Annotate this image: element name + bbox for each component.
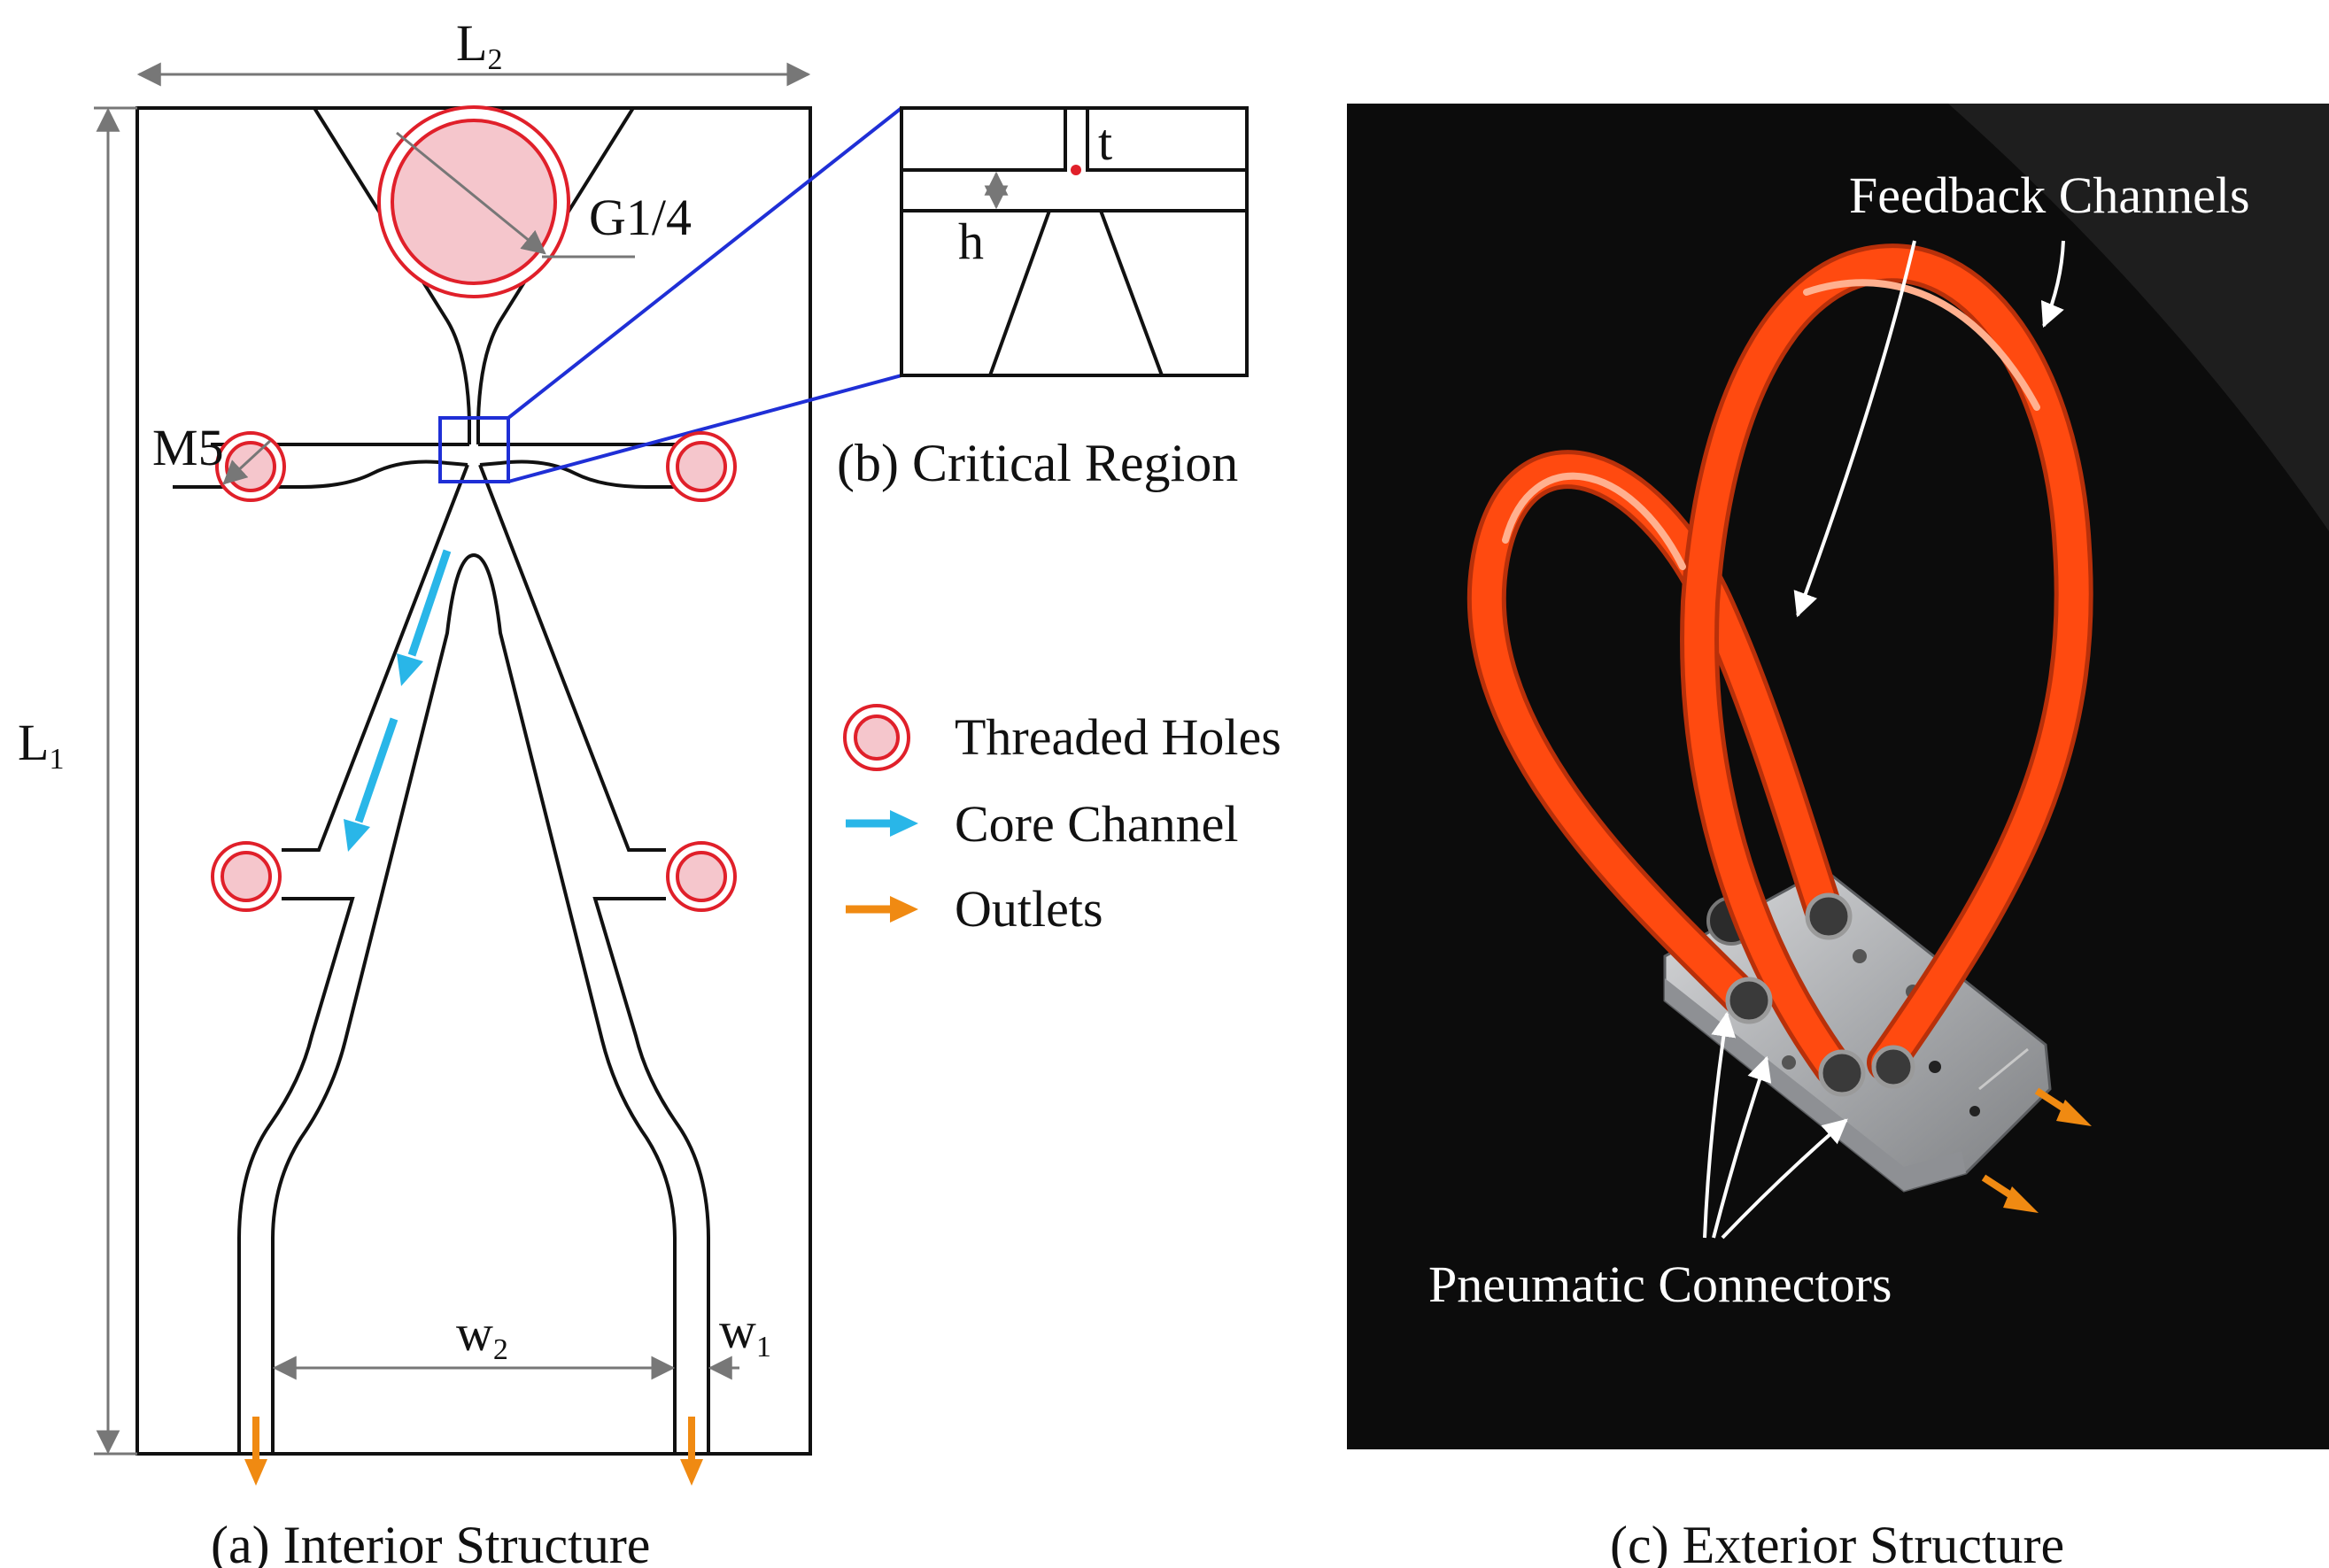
photo-outlet-arrow-upper [2034,1087,2092,1126]
feedback-tubes [1466,243,2093,1086]
photo-background [1347,104,2329,1449]
g14-label: G1/4 [589,189,692,246]
threaded-hole-top-left [215,431,286,502]
critical-region-frame [900,106,1249,377]
panel-a-interior-structure: L2 L1 w2 w1 G1/4 M5 (a) Interior Structu… [18,14,903,1568]
w1-label: w1 [719,1302,771,1363]
m5-label: M5 [152,419,224,476]
t-label: t [1098,113,1112,171]
legend-core-channel: Core Channel [955,795,1239,853]
h-label: h [958,212,984,270]
g14-inlet-hole [377,105,570,298]
legend: Threaded Holes Core Channel Outlets [843,704,1281,938]
legend-outlets: Outlets [955,880,1103,938]
critical-region-geometry [901,108,1247,376]
panel-a-caption: (a) Interior Structure [211,1516,650,1568]
g14-dimension-arrow [396,131,546,255]
threaded-hole-mid-left [211,841,282,912]
w2-label: w2 [456,1304,508,1366]
inlet-funnel [313,106,635,444]
panel-c-caption: (c) Exterior Structure [1610,1516,2064,1568]
outlet-arrow-right [680,1417,703,1486]
zoom-line-bottom [507,374,902,483]
orange-arrow-icon [846,896,918,923]
critical-region-box [438,416,510,483]
m5-dimension-arrow [222,439,272,485]
outlet-arrow-left [244,1417,267,1486]
l2-label: L2 [456,14,502,76]
feedback-channels-label: Feedback Channels [1849,166,2250,224]
threaded-hole-mid-right [666,841,737,912]
pneumatic-fittings [1725,892,1915,1097]
l1-label: L1 [18,714,64,776]
core-channel-arrows [344,549,452,852]
legend-threaded-holes: Threaded Holes [955,708,1281,766]
annotation-arrows [1703,240,2065,1240]
zoom-line-top [507,106,903,420]
control-channel [173,443,701,489]
photo-outlet-arrow-lower [1981,1174,2039,1213]
threaded-hole-top-right [666,431,737,502]
nozzle-gap-dot [1071,165,1081,175]
panel-c-exterior-structure: Feedback Channels Pneumatic Connectors (… [1347,104,2329,1568]
photo-table-sheen [1948,104,2329,531]
core-channel-walls [237,464,710,1454]
pneumatic-connectors-label: Pneumatic Connectors [1428,1255,1892,1313]
threaded-hole-icon [843,704,910,771]
cyan-arrow-icon [846,810,918,837]
panel-b-caption: (b) Critical Region [837,434,1238,492]
panel-b-critical-region: t h (b) Critical Region [837,106,1249,492]
